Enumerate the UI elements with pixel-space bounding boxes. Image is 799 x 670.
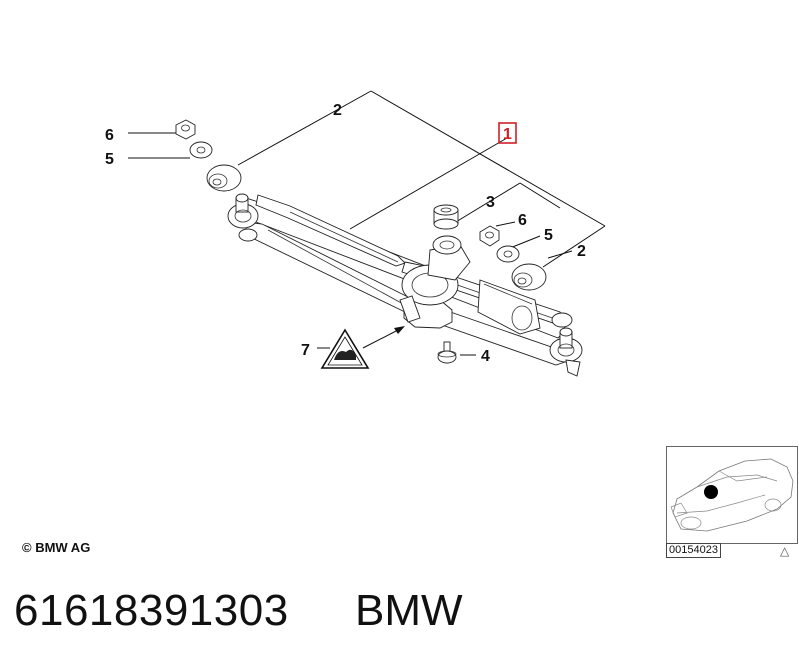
callout-2-top: 2 — [333, 102, 342, 119]
warning-triangle-7 — [320, 326, 405, 369]
callout-7: 7 — [301, 342, 310, 359]
wiper-motor — [399, 235, 541, 335]
right-grommet-2 — [511, 263, 547, 291]
callout-5-left: 5 — [105, 151, 114, 168]
left-nut-6 — [175, 119, 196, 140]
left-spindle — [227, 193, 259, 242]
callout-5-right: 5 — [544, 227, 553, 244]
callout-4: 4 — [481, 348, 490, 365]
part-number: 61618391303 — [14, 586, 289, 635]
callout-3: 3 — [486, 194, 495, 211]
callout-6-left: 6 — [105, 127, 114, 144]
bolt-4 — [437, 341, 457, 364]
left-grommet-2 — [206, 164, 242, 192]
callout-2-right: 2 — [577, 243, 586, 260]
car-outline-icon — [670, 458, 794, 532]
right-nut-6 — [479, 225, 500, 247]
leader-lines — [128, 90, 606, 356]
callout-1: 1 — [503, 126, 512, 143]
copyright-text: © BMW AG — [22, 540, 91, 555]
thumbnail-triangle-icon: △ — [780, 544, 790, 558]
right-washer-5 — [496, 245, 520, 263]
thumbnail-code: 00154023 — [666, 543, 721, 558]
left-washer-5 — [189, 141, 213, 159]
callout-labels: 2 1 6 5 3 6 5 2 7 4 — [105, 102, 586, 365]
callout-6-right: 6 — [518, 212, 527, 229]
right-spindle — [549, 312, 583, 377]
location-marker-icon — [704, 485, 718, 499]
callout-1-highlight — [498, 122, 517, 144]
brand-name: BMW — [355, 586, 463, 635]
vehicle-location-thumbnail — [666, 446, 798, 544]
grommet-3 — [433, 204, 459, 230]
